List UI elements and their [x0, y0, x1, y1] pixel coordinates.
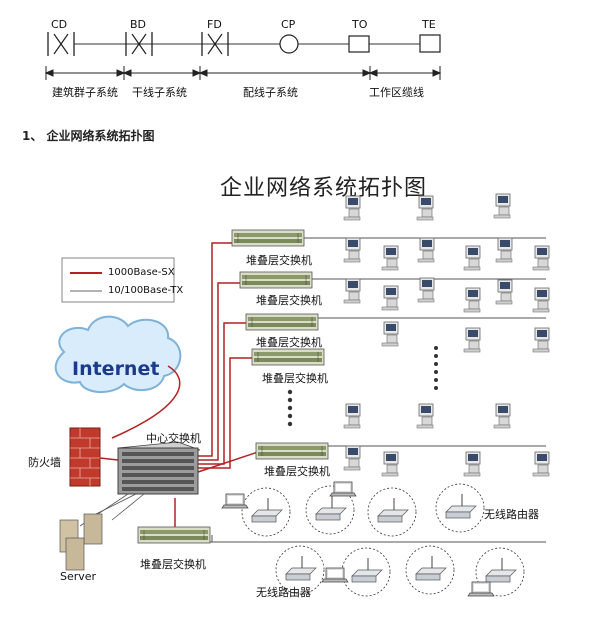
internet-cloud-icon — [54, 315, 182, 393]
stack-switch-3-icon — [245, 313, 319, 331]
legend-copper-label: 10/100Base-TX — [108, 285, 184, 296]
to-icon — [348, 35, 370, 53]
topology-title: 企业网络系统拓扑图 — [220, 176, 428, 201]
node-fd-label: FD — [207, 18, 222, 31]
server-icon — [59, 513, 103, 571]
span-backbone-label: 干线子系统 — [132, 86, 187, 99]
wireless-router-icon — [241, 487, 291, 537]
node-cp-label: CP — [281, 18, 296, 31]
wireless-router-label-1: 无线路由器 — [484, 508, 539, 521]
stack-switch-5-label: 堆叠层交换机 — [264, 465, 330, 478]
cp-icon — [279, 34, 299, 54]
node-to-label: TO — [352, 18, 368, 31]
wireless-router-label-2: 无线路由器 — [256, 586, 311, 599]
internet-label: Internet — [72, 358, 160, 380]
stack-switch-6-label: 堆叠层交换机 — [140, 558, 206, 571]
server-label: Server — [60, 570, 97, 583]
span-workarea-label: 工作区缆线 — [369, 86, 424, 99]
span-campus-label: 建筑群子系统 — [52, 86, 118, 99]
laptop-icon — [221, 493, 249, 509]
continuation-dots — [287, 346, 438, 427]
firewall-label: 防火墙 — [28, 456, 61, 469]
fiber-links — [99, 242, 259, 530]
stack-switch-2-label: 堆叠层交换机 — [256, 294, 322, 307]
cd-crossconnect-icon — [47, 32, 75, 56]
stack-switch-1-label: 堆叠层交换机 — [246, 254, 312, 267]
legend-fiber-label: 1000Base-SX — [108, 267, 175, 278]
stack-switch-6-icon — [137, 526, 211, 544]
legend-box — [61, 257, 175, 303]
node-bd-label: BD — [130, 18, 147, 31]
stack-switch-3-label: 堆叠层交换机 — [256, 336, 322, 349]
stack-switch-4-icon — [251, 348, 325, 366]
stack-switch-5-icon — [255, 442, 329, 460]
section-heading: 1、 企业网络系统拓扑图 — [22, 129, 155, 143]
core-switch-label: 中心交换机 — [146, 432, 201, 445]
node-te-label: TE — [422, 18, 436, 31]
span-horizontal-label: 配线子系统 — [243, 86, 298, 99]
node-cd-label: CD — [51, 18, 68, 31]
core-switch-icon — [117, 441, 201, 495]
stack-switch-2-icon — [239, 271, 313, 289]
cabling-lines — [44, 32, 442, 80]
firewall-icon — [69, 427, 101, 487]
te-icon — [419, 34, 441, 53]
stack-switch-1-icon — [231, 229, 305, 247]
stack-switch-4-label: 堆叠层交换机 — [262, 372, 328, 385]
fd-crossconnect-icon — [201, 32, 229, 56]
bd-crossconnect-icon — [125, 32, 153, 56]
